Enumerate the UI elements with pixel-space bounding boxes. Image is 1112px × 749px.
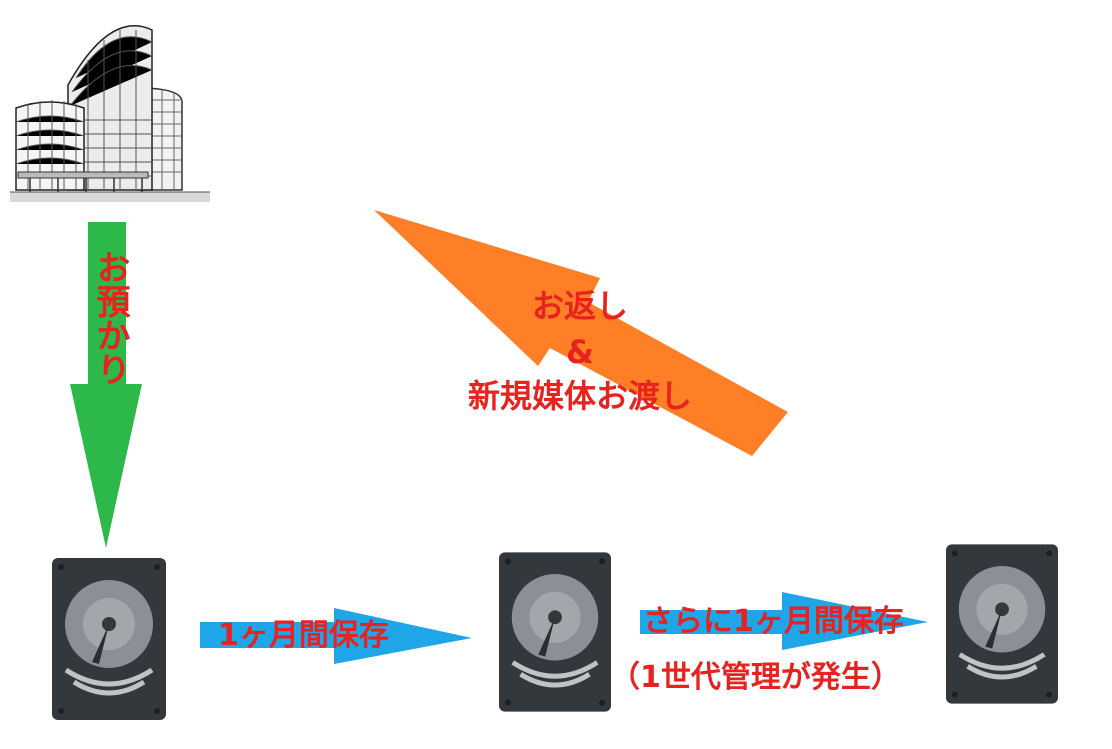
storage-2-label: さらに1ヶ月間保存: [643, 604, 904, 639]
storage-1-label: 1ヶ月間保存: [218, 618, 389, 653]
return-label-line-2: &: [566, 333, 594, 371]
office-building-illustration: [10, 25, 210, 202]
deposit-arrow: [70, 222, 142, 548]
storage-arrow-2: [640, 592, 928, 650]
storage-arrow-2-shape: [640, 592, 928, 650]
return-label-line-3: 新規媒体お渡し: [467, 377, 692, 415]
hard-disk-icon: [499, 552, 611, 712]
return-arrow: [374, 210, 788, 456]
hard-disk-icon: [52, 558, 166, 720]
storage-arrow-1: [200, 608, 472, 664]
return-label-line-1: お返し: [531, 287, 628, 325]
deposit-label: お預かり: [90, 250, 130, 386]
hard-disk-icon: [946, 544, 1058, 704]
generation-note-label: （1世代管理が発生）: [610, 660, 901, 695]
return-arrow-shape: [374, 210, 788, 456]
storage-arrow-1-shape: [200, 608, 472, 664]
deposit-arrow-shape: [70, 222, 142, 548]
